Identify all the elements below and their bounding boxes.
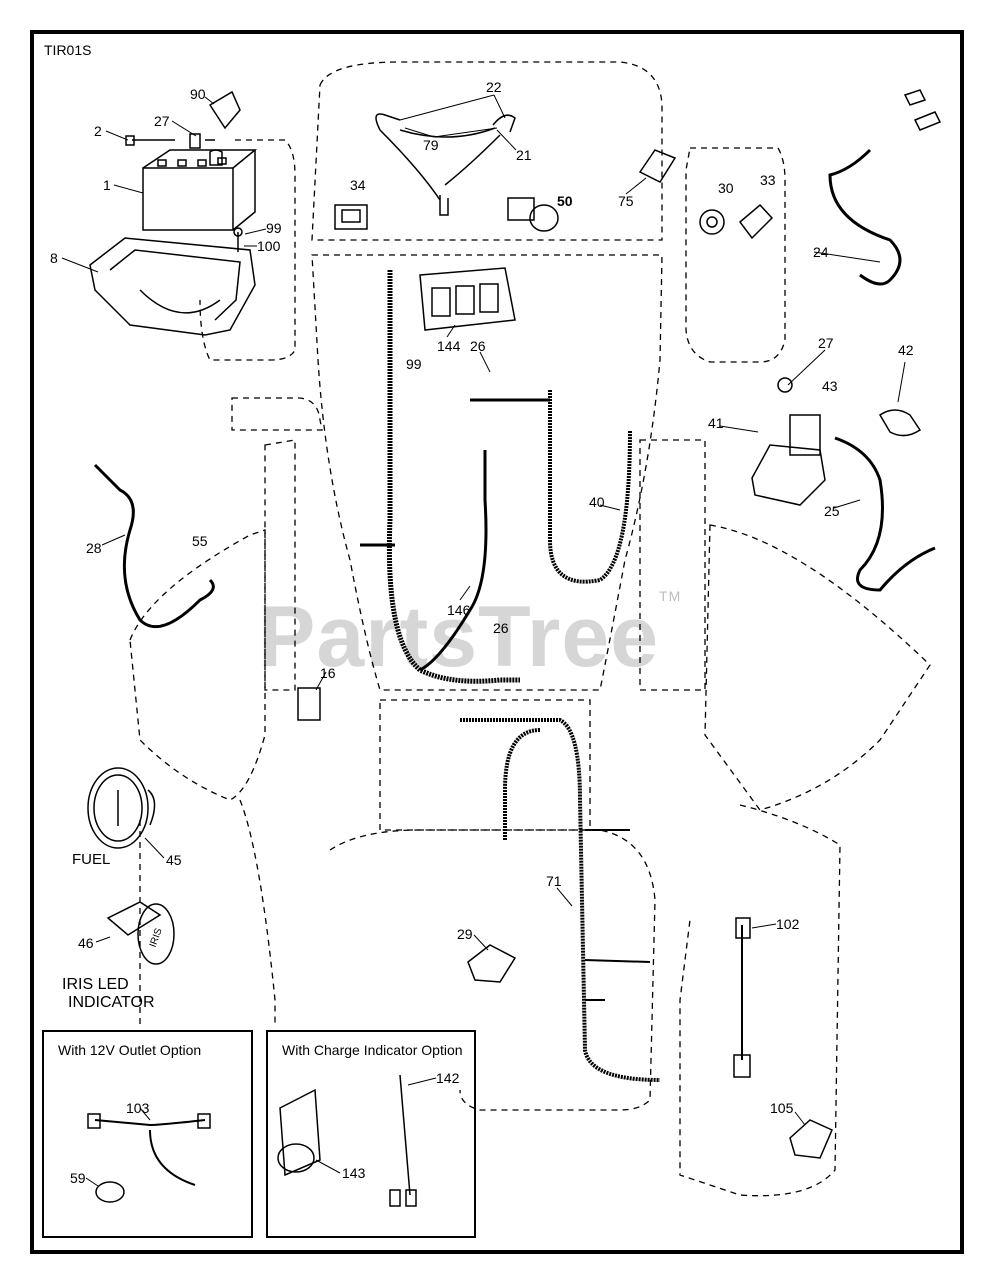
callout-40: 40 [589, 494, 605, 510]
headlight-drawing [375, 113, 516, 216]
harness-103 [94, 1119, 206, 1186]
battery-tray-drawing [89, 237, 256, 336]
callout-71: 71 [546, 873, 562, 889]
option-box-12v-outlet: With 12V Outlet Option [42, 1030, 253, 1238]
option-box-title: With 12V Outlet Option [58, 1042, 202, 1058]
callout-99: 99 [266, 220, 282, 236]
callout-41: 41 [708, 415, 724, 431]
console-region [311, 254, 663, 691]
solenoid-drawing [751, 377, 922, 506]
left-panel [264, 439, 296, 691]
switch-drawing [334, 149, 774, 240]
callout-21: 21 [516, 147, 532, 163]
relay-105 [789, 1119, 833, 1159]
right-lower-region [679, 804, 841, 1197]
callout-24: 24 [813, 244, 829, 260]
cable-28 [93, 463, 215, 629]
harness-71 [460, 718, 661, 1082]
callout-34: 34 [350, 177, 366, 193]
iris-indicator-drawing [106, 901, 175, 965]
callout-59: 59 [70, 1170, 86, 1186]
callout-143: 143 [342, 1165, 366, 1181]
callout-27: 27 [154, 113, 170, 129]
left-lower-line [239, 799, 276, 1025]
fuel-gauge-drawing [87, 767, 156, 849]
right-fender [704, 524, 931, 811]
callout-105: 105 [770, 1100, 794, 1116]
callout-8: 8 [50, 250, 58, 266]
callout-33: 33 [760, 172, 776, 188]
callout-45: 45 [166, 852, 182, 868]
callout-27: 27 [818, 335, 834, 351]
option-box-title: With Charge Indicator Option [282, 1042, 463, 1058]
callout-46: 46 [78, 935, 94, 951]
left-fender [129, 529, 266, 801]
callout-99: 99 [406, 356, 422, 372]
callout-50: 50 [557, 193, 573, 209]
callout-2: 2 [94, 123, 102, 139]
iris-caption-line1: IRIS LED [62, 976, 129, 993]
seat-region [329, 829, 656, 1111]
harness-146 [386, 270, 520, 684]
callout-42: 42 [898, 342, 914, 358]
diagram-frame [30, 30, 964, 1254]
callout-90: 90 [190, 86, 206, 102]
harness-40 [548, 390, 632, 584]
callout-144: 144 [437, 338, 461, 354]
callout-16: 16 [320, 665, 336, 681]
option-box-charge-indicator: With Charge Indicator Option [266, 1030, 476, 1238]
watermark: PartsTreeTM [258, 588, 682, 685]
outlet-59 [95, 1181, 125, 1203]
callout-102: 102 [776, 916, 800, 932]
callout-29: 29 [457, 926, 473, 942]
fuel-caption: FUEL [72, 851, 111, 868]
callout-146: 146 [447, 602, 471, 618]
callout-30: 30 [718, 180, 734, 196]
callout-22: 22 [486, 79, 502, 95]
callout-28: 28 [86, 540, 102, 556]
iris-caption-line2: INDICATOR [68, 994, 155, 1011]
callout-55: 55 [192, 533, 208, 549]
callout-79: 79 [423, 137, 439, 153]
right-upper-region [685, 147, 786, 363]
cable-24 [828, 148, 902, 286]
callout-26: 26 [470, 338, 486, 354]
module-drawing [419, 267, 516, 331]
diagram-code: TIR01S [44, 42, 92, 58]
charge-indicator-drawing [277, 1074, 417, 1207]
callout-100: 100 [257, 238, 281, 254]
callout-26: 26 [493, 620, 509, 636]
connector-16 [297, 687, 321, 721]
hardware-drawing [125, 90, 243, 252]
callout-43: 43 [822, 378, 838, 394]
cable-25 [834, 436, 936, 592]
right-panel [639, 439, 706, 691]
callout-1: 1 [103, 177, 111, 193]
callout-75: 75 [618, 193, 634, 209]
callout-142: 142 [436, 1070, 460, 1086]
ledge [231, 397, 323, 431]
